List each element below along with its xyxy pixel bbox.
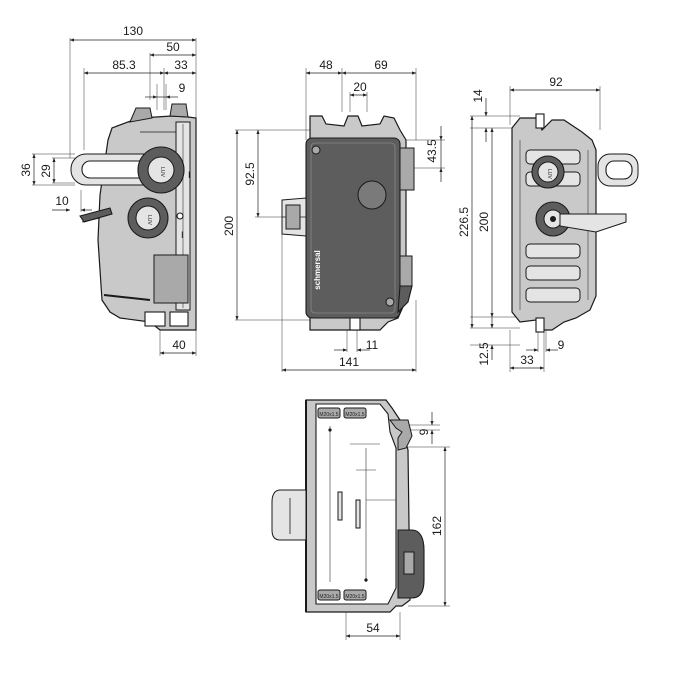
dim-48: 48 bbox=[319, 58, 333, 72]
dim-12-5: 12.5 bbox=[477, 342, 491, 366]
dim-11: 11 bbox=[366, 338, 379, 352]
dim-10: 10 bbox=[55, 194, 69, 208]
lever bbox=[79, 207, 113, 223]
dim-40: 40 bbox=[172, 338, 186, 352]
dim-9-bottom: 9 bbox=[417, 428, 431, 435]
bottom-view: 9 162 54 M20x1.5 M20x1.5 M20x1.5 M20x1.5 bbox=[271, 399, 450, 640]
dim-130: 130 bbox=[123, 24, 143, 38]
dim-33: 33 bbox=[174, 58, 188, 72]
dim-54: 54 bbox=[366, 621, 380, 635]
svg-text:I: I bbox=[188, 170, 191, 180]
thread-top-right: M20x1.5 bbox=[345, 412, 364, 418]
dim-29: 29 bbox=[39, 164, 53, 178]
dim-9: 9 bbox=[179, 81, 186, 95]
dim-141: 141 bbox=[339, 355, 359, 369]
thread-bottom-left: M20x1.5 bbox=[319, 594, 338, 600]
dim-200-rear: 200 bbox=[477, 212, 491, 232]
side-conduit-top bbox=[399, 147, 415, 191]
dim-14: 14 bbox=[471, 89, 485, 103]
svg-text:LUV: LUV bbox=[146, 215, 152, 225]
side-cover bbox=[305, 137, 401, 319]
svg-text:LUV: LUV bbox=[546, 169, 552, 179]
dim-69: 69 bbox=[374, 58, 388, 72]
dim-200-side: 200 bbox=[222, 216, 236, 236]
side-conduit-bottom bbox=[399, 255, 413, 287]
side-view: 48 69 20 43.5 92.5 200 11 141 schmersal bbox=[222, 58, 445, 372]
dim-43-5: 43.5 bbox=[425, 139, 439, 163]
svg-text:LUV: LUV bbox=[159, 167, 165, 177]
bottom-block bbox=[153, 254, 189, 304]
dim-36: 36 bbox=[19, 163, 33, 177]
dim-92: 92 bbox=[549, 75, 563, 89]
rear-lever bbox=[559, 213, 627, 233]
dim-50: 50 bbox=[166, 40, 180, 54]
side-knob-cap bbox=[357, 180, 387, 210]
thread-top-left: M20x1.5 bbox=[319, 412, 338, 418]
front-view: 130 50 85.3 33 9 36 29 10 40 bbox=[19, 24, 197, 356]
brand-logo: schmersal bbox=[313, 250, 322, 290]
bottom-left-button bbox=[271, 489, 307, 541]
dim-9-rear: 9 bbox=[558, 338, 565, 352]
svg-text:I: I bbox=[181, 230, 184, 240]
dim-20: 20 bbox=[353, 80, 367, 94]
dim-226-5: 226.5 bbox=[457, 207, 471, 237]
rear-view: 14 92 226.5 200 12.5 9 33 LUV bbox=[457, 75, 639, 372]
dim-33-rear: 33 bbox=[520, 353, 534, 367]
dim-92-5: 92.5 bbox=[243, 162, 257, 186]
dim-85-3: 85.3 bbox=[112, 58, 136, 72]
thread-bottom-right: M20x1.5 bbox=[345, 594, 364, 600]
dim-162: 162 bbox=[430, 516, 444, 536]
